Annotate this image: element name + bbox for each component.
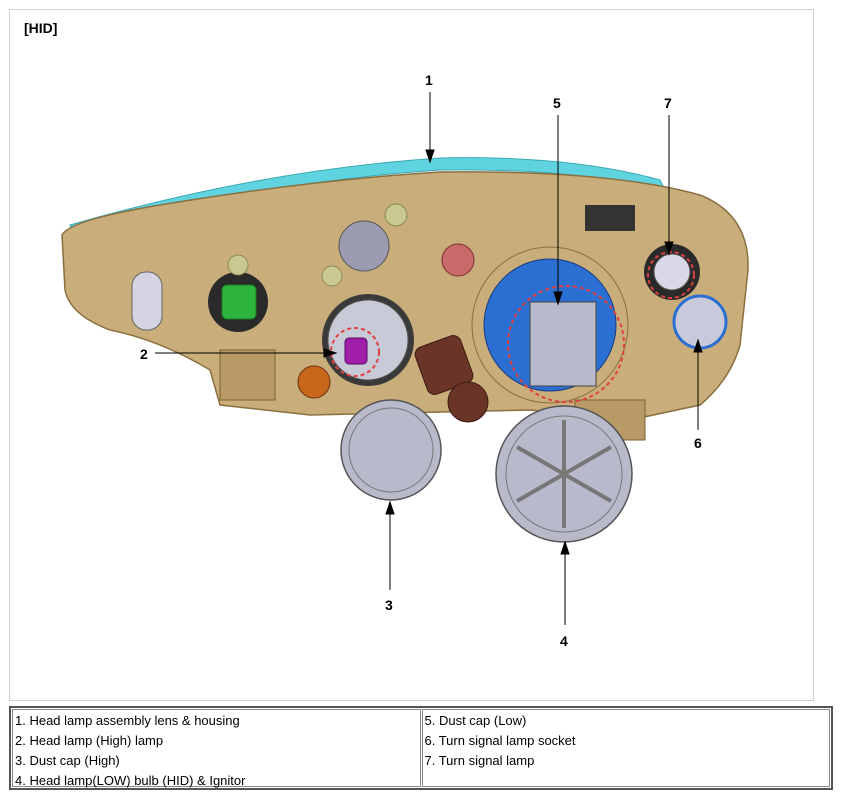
parts-legend: 1. Head lamp assembly lens & housing 2. …	[9, 706, 833, 790]
diagram-tag: [HID]	[24, 20, 58, 36]
diagram-figure: [HID]	[9, 9, 814, 701]
callout-5: 5	[553, 95, 561, 111]
hid-ignitor	[529, 301, 597, 387]
legend-column-left: 1. Head lamp assembly lens & housing 2. …	[12, 709, 421, 788]
legend-item: 6. Turn signal lamp socket	[424, 733, 576, 748]
legend-item: 4. Head lamp(LOW) bulb (HID) & Ignitor	[15, 773, 246, 788]
legend-item: 2. Head lamp (High) lamp	[15, 733, 164, 748]
dust-cap-high	[340, 399, 442, 501]
legend-item: 5. Dust cap (Low)	[424, 713, 527, 728]
callout-2: 2	[140, 346, 148, 362]
amber-socket	[297, 365, 331, 399]
housing-fins-left	[219, 349, 276, 401]
highlight-2	[330, 327, 380, 377]
high-bulb	[344, 337, 368, 365]
turn-signal-lamp	[653, 253, 691, 291]
callout-7: 7	[664, 95, 672, 111]
headlamp-illustration	[61, 92, 749, 625]
green-socket	[221, 284, 257, 320]
red-knob	[441, 243, 475, 277]
turn-signal-socket	[672, 294, 728, 350]
dust-cap-low-ribs	[516, 420, 612, 528]
callout-4: 4	[560, 633, 568, 649]
housing-slot	[131, 271, 163, 331]
ignitor-connector	[414, 335, 474, 395]
highlight-5	[507, 285, 625, 403]
highlight-7	[647, 251, 695, 299]
legend-item: 3. Dust cap (High)	[15, 753, 120, 768]
callout-3: 3	[385, 597, 393, 613]
legend-column-right: 5. Dust cap (Low) 6. Turn signal lamp so…	[421, 709, 830, 787]
legend-item: 1. Head lamp assembly lens & housing	[15, 713, 240, 728]
callout-arrows	[155, 92, 703, 625]
top-cap	[338, 220, 390, 272]
callout-6: 6	[694, 435, 702, 451]
callout-1: 1	[425, 72, 433, 88]
legend-item: 7. Turn signal lamp	[424, 753, 535, 768]
